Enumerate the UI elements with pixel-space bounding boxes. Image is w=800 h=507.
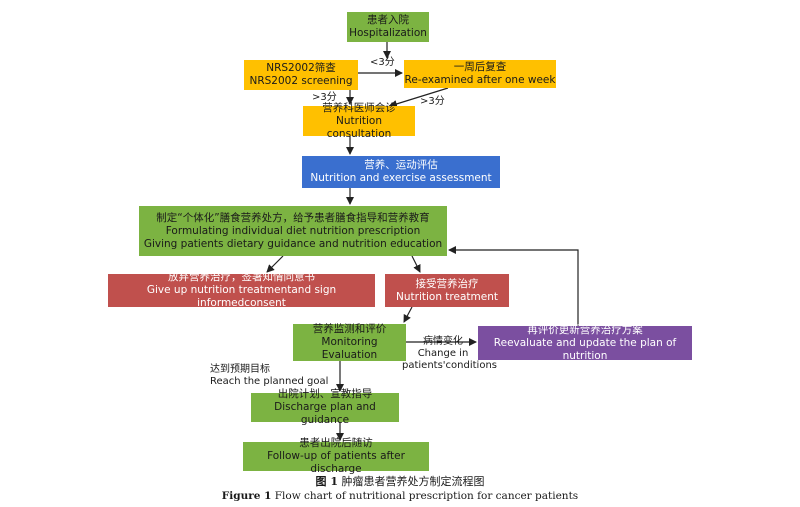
label-goal-en: Reach the planned goal — [210, 376, 329, 387]
label-change-en2: patients'conditions — [402, 360, 497, 371]
arrow-prescription-to-treatment — [411, 255, 421, 273]
node-treatment-zh: 接受营养治疗 — [415, 277, 479, 290]
label-reach-goal: 达到预期目标 Reach the planned goal — [210, 364, 328, 388]
figure-caption-zh: 图 1 肿瘤患者营养处方制定流程图 — [0, 473, 800, 489]
node-give-up-treatment: 放弃营养治疗，签署知情同意书 Give up nutrition treatme… — [108, 271, 375, 309]
node-nutrition-treatment: 接受营养治疗 Nutrition treatment — [385, 274, 509, 307]
label-goal-zh: 达到预期目标 — [210, 364, 270, 375]
node-consultation-zh: 营养科医师会诊 — [322, 101, 396, 114]
node-monitoring-zh: 营养监测和评价 — [312, 323, 387, 335]
node-reevaluate-plan: 再评价更新营养治疗方案 Reevaluate and update the pl… — [478, 323, 692, 362]
node-consultation-en: Nutrition consultation — [326, 114, 392, 140]
node-reexam-zh: 一周后复查 — [453, 61, 507, 73]
node-prescription-en1: Formulating individual diet nutrition pr… — [165, 224, 421, 237]
node-nutrition-consultation: 营养科医师会诊 Nutrition consultation — [303, 102, 415, 140]
node-reexamined: 一周后复查 Re-examined after one week — [404, 60, 556, 88]
node-discharge-en: Discharge plan and guidance — [274, 401, 376, 426]
node-treatment-en: Nutrition treatment — [396, 290, 498, 303]
figure-caption-en: Figure 1 Flow chart of nutritional presc… — [0, 490, 800, 502]
arrow-reexam-to-consultation — [389, 87, 449, 108]
node-assessment-en: Nutrition and exercise assessment — [310, 172, 492, 184]
caption-zh-text: 肿瘤患者营养处方制定流程图 — [341, 475, 485, 488]
node-followup-en: Follow-up of patients after discharge — [267, 450, 405, 475]
node-discharge-plan: 出院计划、宣教指导 Discharge plan and guidance — [251, 388, 399, 426]
node-hospitalization-zh: 患者入院 — [367, 14, 409, 26]
caption-en-prefix: Figure 1 — [221, 490, 272, 502]
node-hospitalization: 患者入院 Hospitalization — [347, 12, 429, 42]
label-score-gt3-left: >3分 — [312, 92, 337, 103]
node-reexam-en: Re-examined after one week — [404, 74, 556, 86]
node-followup-zh: 患者出院后随访 — [299, 437, 373, 449]
node-reevaluate-zh: 再评价更新营养治疗方案 — [527, 323, 643, 336]
node-diet-prescription: 制定“个体化”膳食营养处方，给予患者膳食指导和营养教育 Formulating … — [139, 206, 447, 256]
node-assessment-zh: 营养、运动评估 — [364, 159, 438, 171]
node-giveup-en: Give up nutrition treatmentand sign info… — [146, 284, 337, 309]
node-screening-zh: NRS2002筛查 — [266, 62, 336, 74]
label-score-lt3: <3分 — [370, 57, 395, 68]
label-change-zh: 病情变化 — [423, 336, 463, 347]
label-change-conditions: 病情变化 Change in patients'conditions — [402, 336, 497, 372]
node-monitoring-en: Monitoring Evaluation — [321, 336, 378, 361]
node-follow-up: 患者出院后随访 Follow-up of patients after disc… — [243, 437, 429, 475]
arrow-prescription-to-giveup — [266, 255, 284, 273]
node-nrs2002-screening: NRS2002筛查 NRS2002 screening — [244, 60, 358, 90]
node-reevaluate-en: Reevaluate and update the plan of nutrit… — [493, 336, 677, 362]
node-nutrition-assessment: 营养、运动评估 Nutrition and exercise assessmen… — [302, 156, 500, 188]
node-prescription-en2: Giving patients dietary guidance and nut… — [143, 237, 443, 250]
node-giveup-zh: 放弃营养治疗，签署知情同意书 — [168, 271, 315, 283]
label-change-en1: Change in — [417, 348, 469, 359]
arrow-treatment-to-monitoring — [403, 306, 413, 323]
node-monitoring-evaluation: 营养监测和评价 Monitoring Evaluation — [293, 323, 406, 361]
node-hospitalization-en: Hospitalization — [349, 27, 427, 39]
node-discharge-zh: 出院计划、宣教指导 — [277, 388, 373, 400]
arrow-reevaluate-to-prescription — [448, 246, 579, 326]
caption-en-text: Flow chart of nutritional prescription f… — [274, 490, 579, 502]
label-score-gt3-right: >3分 — [420, 96, 445, 107]
caption-zh-prefix: 图 1 — [315, 475, 338, 488]
node-screening-en: NRS2002 screening — [249, 75, 353, 87]
node-prescription-zh: 制定“个体化”膳食营养处方，给予患者膳食指导和营养教育 — [156, 211, 430, 224]
